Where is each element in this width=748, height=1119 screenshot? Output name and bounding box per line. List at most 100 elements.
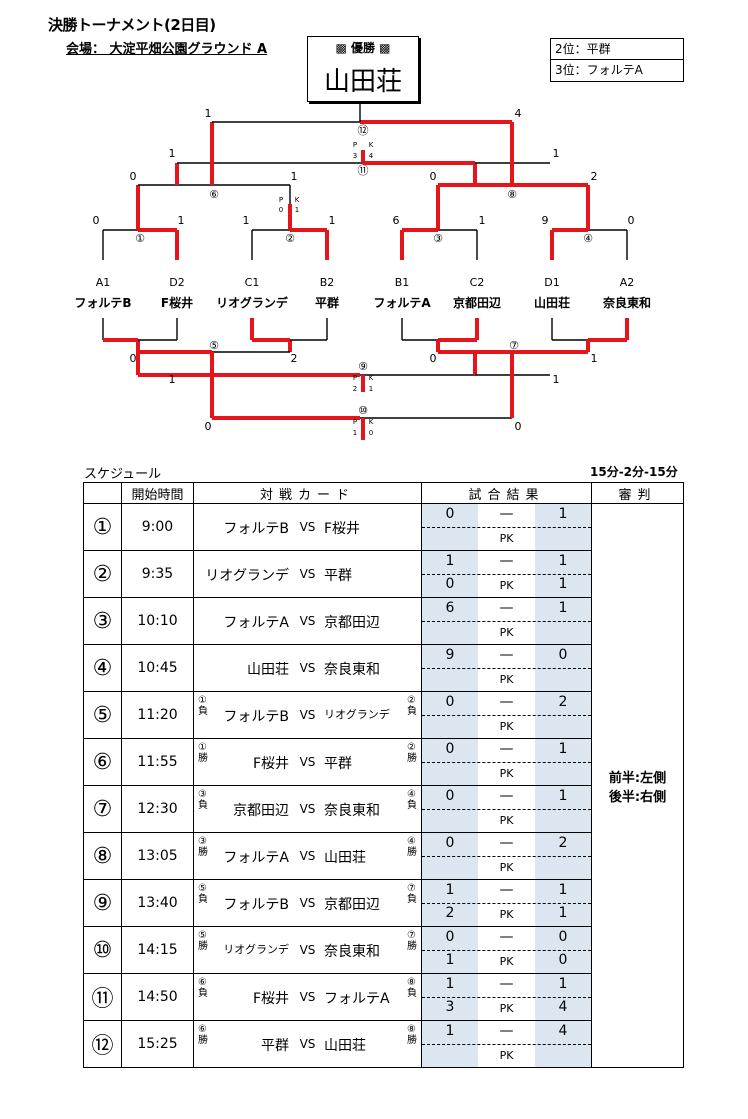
team-left: フォルテA	[223, 615, 289, 631]
start-time: 10:45	[121, 644, 194, 692]
venue-label: 会場： 大淀平畑公園グラウンド A	[66, 42, 268, 57]
match-number: ④	[83, 644, 122, 692]
vs-label: VS	[299, 990, 316, 1004]
score-left: 1	[445, 1023, 455, 1039]
bracket-label: K	[369, 141, 374, 149]
match-number-circle: ⑧	[507, 188, 517, 201]
match-number: ⑧	[83, 832, 122, 880]
champion-label: ▩ 優勝 ▩	[335, 41, 391, 55]
bracket-label: P	[353, 141, 357, 149]
bracket-label: 1	[591, 352, 598, 365]
bracket-label: 1	[243, 214, 250, 227]
source-left: ③ 勝	[198, 836, 208, 858]
vs-label: VS	[299, 1037, 316, 1051]
source-left: ① 勝	[198, 742, 208, 764]
source-right: ④ 負	[407, 789, 417, 811]
score-right: 1	[558, 788, 568, 804]
match-number-circle: ⑦	[509, 339, 519, 352]
champion-box: ▩ 優勝 ▩ 山田荘	[307, 36, 419, 102]
start-time: 13:40	[121, 879, 194, 927]
schedule-header-row: 開始時間 対戦カード 試合結果 審判	[83, 482, 684, 504]
match-number-circle: ③	[433, 232, 443, 245]
team-right: 奈良東和	[324, 944, 380, 960]
start-time: 15:25	[121, 1020, 194, 1068]
match-number: ⑥	[83, 738, 122, 786]
team-right: 京都田辺	[324, 615, 380, 631]
source-right: ④ 勝	[407, 836, 417, 858]
team-right: フォルテA	[324, 991, 390, 1007]
bracket-label: 0	[130, 352, 137, 365]
pk-label: PK	[499, 532, 514, 545]
seed-label: A1	[96, 276, 111, 289]
team-right: 奈良東和	[324, 803, 380, 819]
bracket-label: P	[353, 374, 357, 382]
score-right: 4	[558, 1023, 568, 1039]
vs-label: VS	[299, 802, 316, 816]
seed-label: D1	[544, 276, 559, 289]
match-number-circle: ⑥	[209, 188, 219, 201]
vs-label: VS	[299, 661, 316, 675]
source-right: ⑦ 負	[407, 883, 417, 905]
source-right: ② 負	[407, 695, 417, 717]
score-right: 0	[558, 647, 568, 663]
bracket-label: 1	[329, 214, 336, 227]
team-right: リオグランデ	[324, 708, 390, 721]
score-left: 0	[445, 929, 455, 945]
seed-label: B1	[395, 276, 410, 289]
bracket-label: 1	[178, 214, 185, 227]
source-right: ② 勝	[407, 742, 417, 764]
pk-label: PK	[499, 720, 514, 733]
start-time: 11:20	[121, 691, 194, 739]
score-right: 2	[558, 694, 568, 710]
score-left: 0	[445, 694, 455, 710]
team-name: フォルテA	[373, 296, 431, 310]
bracket-label: 2	[353, 385, 357, 393]
start-time: 14:50	[121, 973, 194, 1021]
bracket-label: 0	[93, 214, 100, 227]
team-name: 平群	[315, 295, 339, 310]
score-dash: —	[499, 553, 514, 569]
source-left: ⑤ 勝	[198, 930, 208, 952]
team-name: F桜井	[161, 295, 193, 310]
start-time: 13:05	[121, 832, 194, 880]
vs-label: VS	[299, 520, 316, 534]
match-number-circle: ①	[135, 232, 145, 245]
header-match-card: 対戦カード	[193, 482, 422, 504]
bracket-label: 1	[553, 373, 560, 386]
referee-second-half: 後半:右側	[608, 789, 667, 805]
bracket-label: 0	[628, 214, 635, 227]
bracket-label: P	[353, 418, 357, 426]
pk-right: 1	[558, 576, 568, 592]
score-dash: —	[499, 506, 514, 522]
score-dash: —	[499, 788, 514, 804]
schedule-timing: 15分-2分-15分	[590, 465, 678, 479]
source-left: ⑥ 勝	[198, 1024, 208, 1046]
start-time: 12:30	[121, 785, 194, 833]
team-right: F桜井	[324, 521, 361, 537]
bracket-label: 2	[291, 352, 298, 365]
source-left: ⑤ 負	[198, 883, 208, 905]
bracket-label: 1	[369, 385, 373, 393]
source-left: ⑥ 負	[198, 977, 208, 999]
bracket-label: 0	[430, 352, 437, 365]
start-time: 11:55	[121, 738, 194, 786]
match-number-circle: ⑨	[358, 360, 368, 373]
seed-label: C2	[470, 276, 485, 289]
team-name: リオグランデ	[216, 295, 289, 310]
